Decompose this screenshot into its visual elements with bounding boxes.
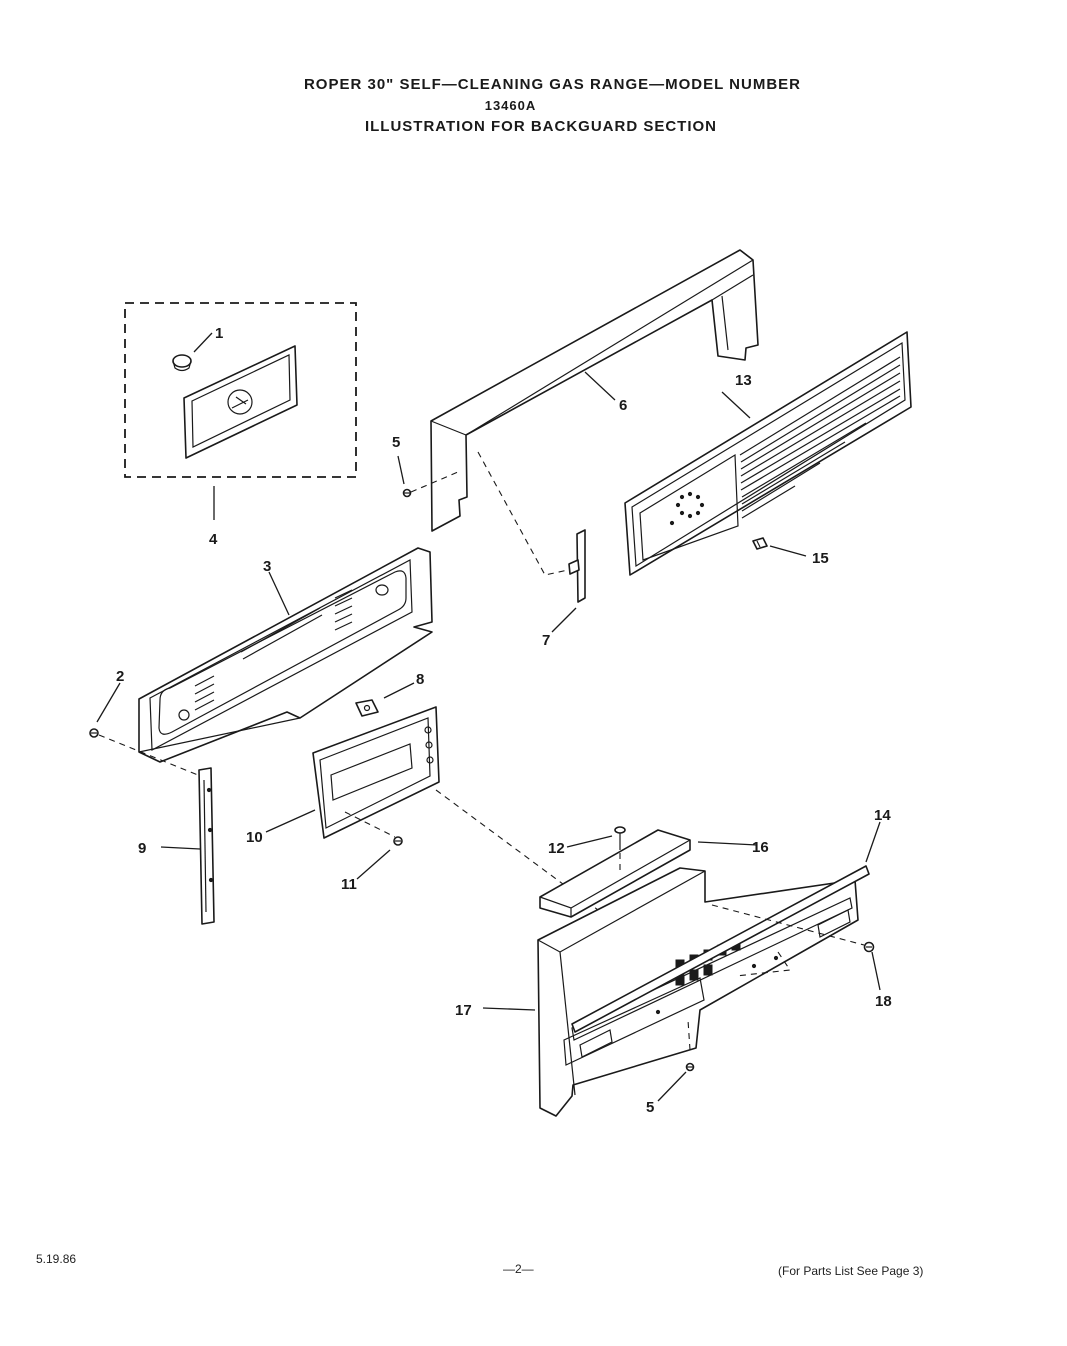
part-backguard-top	[430, 249, 759, 532]
callout-5-lower: 5	[646, 1099, 654, 1116]
callout-8: 8	[416, 671, 424, 688]
callout-4: 4	[209, 531, 218, 548]
part-bracket-7	[568, 529, 586, 603]
parts-list-note: (For Parts List See Page 3)	[778, 1264, 924, 1278]
callout-11: 11	[341, 876, 357, 893]
callout-2: 2	[116, 668, 124, 685]
assembly-box	[124, 302, 357, 478]
part-screw-2	[89, 728, 99, 738]
part-lower-panel-17	[537, 867, 859, 1117]
part-bracket-10	[312, 706, 440, 839]
date-stamp: 5.19.86	[36, 1252, 77, 1266]
part-screw-12	[614, 826, 626, 850]
callout-7: 7	[542, 632, 550, 649]
callout-5-upper: 5	[392, 434, 400, 451]
vent-grille	[739, 356, 901, 519]
part-screw-15	[752, 537, 768, 550]
callout-14: 14	[874, 807, 891, 824]
part-control-panel	[624, 331, 912, 576]
callout-9: 9	[138, 840, 146, 857]
callout-17: 17	[455, 1002, 472, 1019]
part-timer-panel	[183, 345, 298, 459]
page-number: —2—	[503, 1262, 534, 1276]
louvers	[194, 589, 353, 711]
part-insulation-16	[539, 829, 691, 918]
part-bracket-9	[198, 767, 215, 925]
part-rear-panel-3	[138, 547, 433, 763]
callout-1: 1	[215, 325, 223, 342]
diagram-header: ROPER 30" SELF—CLEANING GAS RANGE—MODEL …	[0, 74, 1067, 137]
callout-15: 15	[812, 550, 829, 567]
title-line: ROPER 30" SELF—CLEANING GAS RANGE—MODEL …	[303, 76, 802, 93]
dial-dots	[669, 491, 705, 526]
callout-10: 10	[246, 829, 263, 846]
part-trim-strip-14	[571, 865, 870, 1033]
part-screw-5-upper	[402, 488, 412, 498]
callout-13: 13	[735, 372, 752, 389]
part-knob	[172, 354, 192, 372]
part-screw-5-lower	[685, 1062, 695, 1072]
part-clip-8	[355, 699, 379, 717]
part-screw-11	[393, 836, 403, 846]
callout-12: 12	[548, 840, 565, 857]
callout-16: 16	[752, 839, 769, 856]
callout-18: 18	[875, 993, 892, 1010]
callout-6: 6	[619, 397, 627, 414]
callout-3: 3	[263, 558, 271, 575]
subtitle-line: ILLUSTRATION FOR BACKGUARD SECTION	[364, 118, 718, 135]
model-number: 13460A	[484, 98, 537, 113]
part-screw-18	[863, 941, 875, 953]
